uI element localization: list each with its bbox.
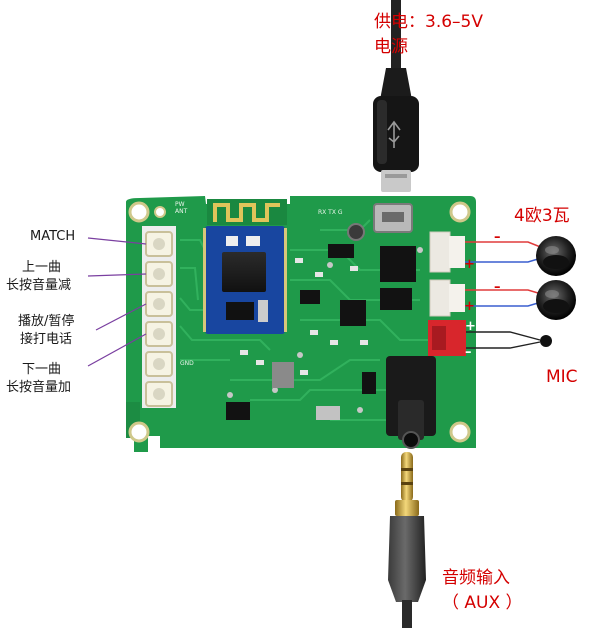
- mount-hole: [449, 421, 471, 443]
- aux-label-line1: 音频输入: [442, 568, 510, 588]
- ic-chip: [300, 290, 320, 304]
- aux-cable-wire: [402, 600, 412, 628]
- mic-connector: [428, 320, 466, 356]
- power-label-line1: 供电：3.6–5V: [374, 12, 483, 32]
- usb-logo-icon: [387, 120, 401, 148]
- leader-match: [87, 237, 147, 245]
- ic-chip: [226, 402, 250, 420]
- speaker-bottom-icon: [536, 280, 576, 320]
- button-leader-lines: [87, 237, 147, 367]
- silk-gnd: GND: [180, 360, 194, 367]
- leader-play: [95, 303, 147, 331]
- speaker-connector-top: [429, 231, 465, 273]
- ic-chip: [340, 300, 366, 326]
- button-label-next-line2: 长按音量加: [6, 380, 72, 395]
- button-label-next-line1: 下一曲: [22, 362, 62, 377]
- speaker-wires: [465, 241, 549, 307]
- silk-ant-1: PW: [175, 201, 185, 208]
- pcb-antenna: [207, 199, 287, 225]
- speaker-top-minus: –: [494, 230, 501, 245]
- micro-usb-cable: [373, 0, 419, 192]
- aux-label-line2: （ AUX ）: [442, 593, 523, 613]
- button-label-play-line2: 接打电话: [20, 332, 73, 347]
- speaker-label: 4欧3瓦: [514, 206, 570, 226]
- ic-chip: [362, 372, 376, 394]
- ic-chip: [328, 244, 354, 258]
- speaker-connector-bottom: [429, 279, 465, 317]
- mount-hole: [128, 421, 150, 443]
- aux-jack: [386, 356, 436, 449]
- ic-chip: [316, 406, 340, 420]
- mount-hole: [128, 201, 150, 223]
- button-label-prev-line2: 长按音量减: [6, 278, 72, 293]
- leader-next: [87, 333, 147, 367]
- usb-metal-tip: [381, 170, 411, 192]
- aux-plug: [388, 452, 426, 628]
- speaker-top-icon: [536, 236, 576, 276]
- amp-chip-1: [380, 246, 416, 282]
- usb-strain-relief: [380, 68, 412, 100]
- mic-wires: [466, 331, 541, 349]
- speaker-bottom-plus: +: [464, 299, 475, 314]
- usb-cable-wire: [391, 0, 401, 72]
- pcb-board: PW ANT RX TX G GND: [126, 196, 476, 452]
- power-label-line2: 电源: [374, 37, 408, 57]
- mic-plus: +: [465, 319, 476, 334]
- mic-icon: [540, 335, 552, 347]
- speaker-bottom-minus: –: [494, 280, 501, 295]
- button-strip: [142, 226, 176, 408]
- bluetooth-module: [203, 226, 287, 334]
- aux-plug-body: [388, 516, 426, 602]
- mic-label: MIC: [546, 367, 578, 387]
- aux-tip-gold: [401, 452, 413, 502]
- leader-prev: [87, 273, 147, 277]
- mic-minus: –: [465, 345, 472, 360]
- silk-rx-tx: RX TX G: [318, 209, 343, 216]
- ic-chip: [272, 362, 294, 388]
- mount-hole: [449, 201, 471, 223]
- mount-hole: [154, 206, 166, 218]
- amp-chip-2: [380, 288, 412, 310]
- button-label-match: MATCH: [30, 229, 76, 244]
- bt-chip: [222, 252, 266, 292]
- silk-ant-2: ANT: [175, 208, 188, 215]
- speaker-top-plus: +: [464, 257, 475, 272]
- button-label-play-line1: 播放/暂停: [18, 314, 75, 329]
- button-label-prev-line1: 上一曲: [22, 260, 62, 275]
- aux-collar: [395, 500, 419, 516]
- capacitor: [347, 223, 365, 241]
